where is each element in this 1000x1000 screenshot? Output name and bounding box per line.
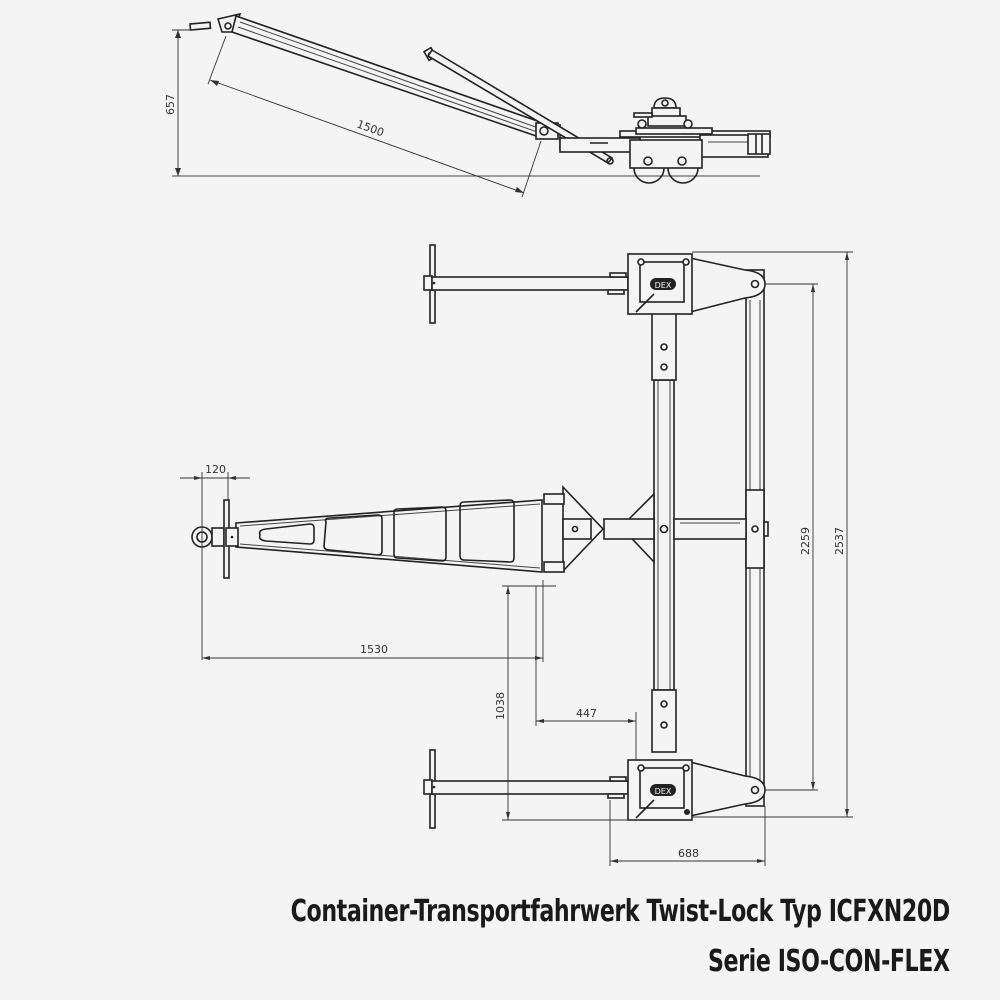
svg-text:DEX: DEX: [655, 281, 672, 290]
dim-688: 688: [609, 800, 766, 866]
side-view: 657 1500: [164, 12, 771, 198]
drawbar-coupling: [543, 485, 655, 573]
bottom-corner-unit: DEX: [627, 759, 766, 821]
dim-label-1530: 1530: [360, 643, 388, 656]
dim-label-120: 120: [205, 463, 226, 476]
dim-2259: 2259: [765, 283, 818, 791]
dim-label-688: 688: [678, 847, 699, 860]
dim-1038: 1038: [494, 585, 640, 821]
svg-text:DEX: DEX: [655, 787, 672, 796]
side-frame: [559, 127, 771, 158]
dim-447: 447: [535, 586, 637, 760]
top-view-drawbar: [191, 499, 543, 579]
dim-1530: 1530: [202, 580, 544, 662]
dim-120: 120: [180, 463, 250, 660]
main-beam: [651, 309, 677, 753]
caption-series: Serie ISO-CON-FLEX: [708, 944, 950, 979]
top-stabilizer-arm: [423, 244, 629, 324]
dim-label-2259: 2259: [799, 527, 812, 555]
side-twist-lock: [633, 97, 693, 129]
right-rail: [745, 269, 769, 807]
dim-label-1500: 1500: [355, 118, 386, 140]
caption-title: Container-Transportfahrwerk Twist-Lock T…: [290, 894, 951, 929]
cross-beam: [673, 518, 747, 540]
dim-657: 657: [164, 29, 195, 176]
dim-label-2537: 2537: [833, 527, 846, 555]
dim-label-447: 447: [576, 707, 597, 720]
side-drawbar: [189, 12, 561, 150]
dim-label-1038: 1038: [494, 692, 507, 720]
dim-label-657: 657: [164, 94, 177, 115]
top-view: DEX DEX: [180, 244, 853, 866]
dim-2537: 2537: [692, 251, 853, 818]
side-wheel-unit: [629, 139, 703, 184]
side-handle-bar: [422, 46, 614, 165]
bottom-stabilizer-arm: [423, 749, 629, 829]
top-corner-unit: DEX: [627, 253, 766, 315]
